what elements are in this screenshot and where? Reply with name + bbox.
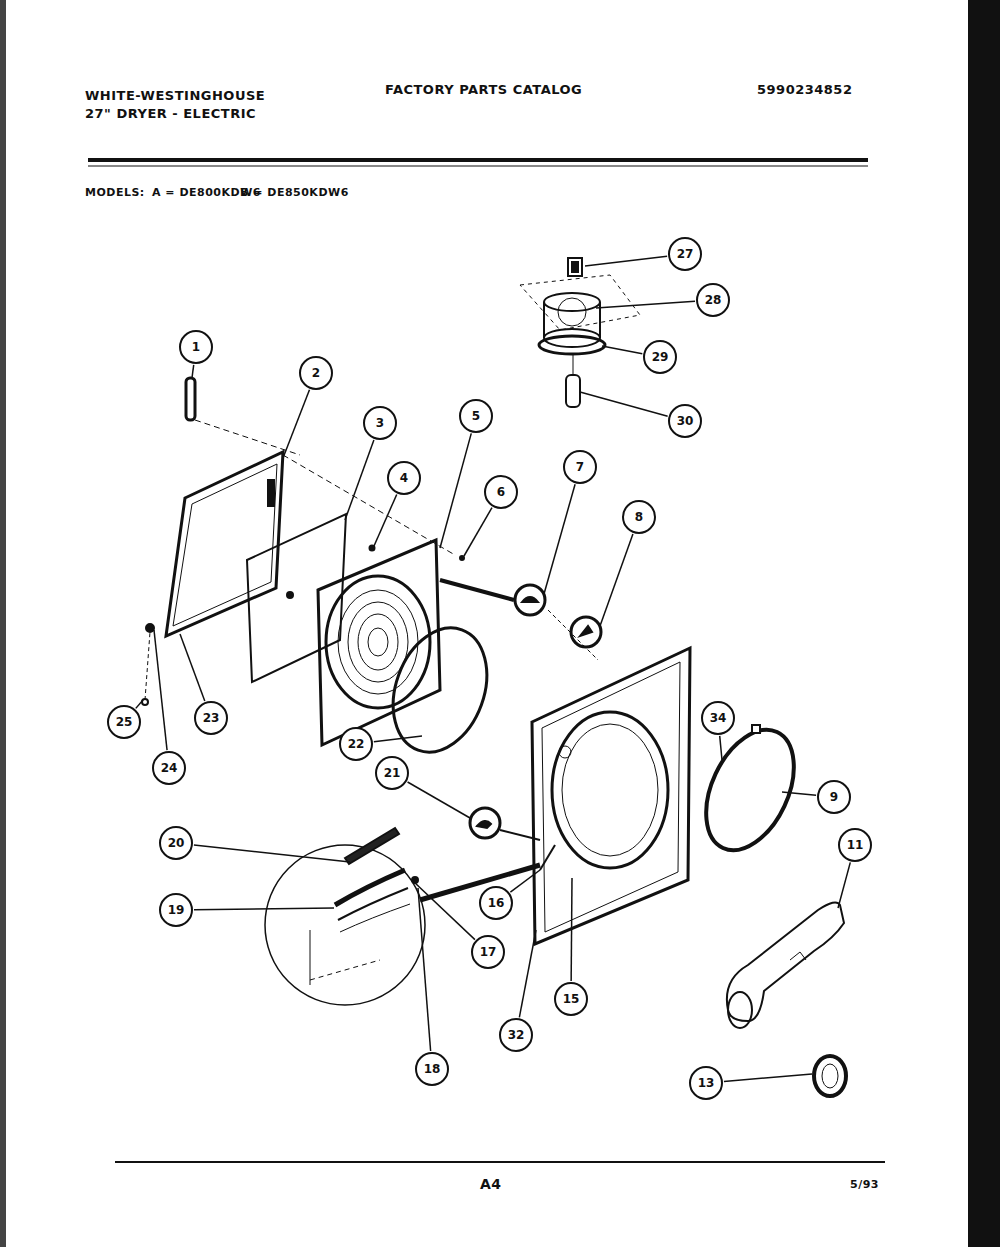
leader-line (374, 494, 397, 546)
callout-text: 27 (677, 247, 694, 261)
leader-line (414, 882, 475, 940)
leader-line (596, 301, 695, 308)
brand-name: WHITE-WESTINGHOUSE (85, 88, 265, 103)
callout-number: 3 (363, 406, 397, 440)
callout-number: 28 (696, 283, 730, 317)
leader-line (838, 862, 850, 908)
leader-line (192, 365, 194, 378)
leader-line (585, 256, 667, 266)
leader-line (374, 736, 422, 742)
leader-line (720, 736, 722, 760)
leader-line (408, 782, 470, 818)
callout-number: 13 (689, 1066, 723, 1100)
callout-text: 15 (563, 992, 580, 1006)
callout-text: 13 (698, 1076, 715, 1090)
callout-number: 19 (159, 893, 193, 927)
catalog-title: FACTORY PARTS CATALOG (385, 82, 582, 97)
callout-number: 2 (299, 356, 333, 390)
callout-text: 18 (424, 1062, 441, 1076)
callout-number: 34 (701, 701, 735, 735)
leader-line (602, 346, 642, 354)
callout-text: 32 (508, 1028, 525, 1042)
callout-text: 7 (576, 460, 584, 474)
callout-number: 8 (622, 500, 656, 534)
callout-text: 23 (203, 711, 220, 725)
callout-number: 22 (339, 727, 373, 761)
callout-number: 25 (107, 705, 141, 739)
callout-text: 4 (400, 471, 408, 485)
callout-text: 6 (497, 485, 505, 499)
callout-number: 24 (152, 751, 186, 785)
callout-text: 30 (677, 414, 694, 428)
leader-line (724, 1074, 812, 1081)
leader-line (194, 845, 350, 862)
callout-text: 16 (488, 896, 505, 910)
callout-text: 11 (847, 838, 864, 852)
leader-line (464, 508, 492, 556)
callout-number: 7 (563, 450, 597, 484)
leader-line (345, 440, 374, 520)
callout-number: 17 (471, 935, 505, 969)
leader-line (180, 634, 205, 701)
callout-text: 28 (705, 293, 722, 307)
leader-line (782, 792, 816, 795)
callout-text: 21 (384, 766, 401, 780)
callout-text: 19 (168, 903, 185, 917)
leader-line (510, 870, 540, 892)
callout-number: 16 (479, 886, 513, 920)
callout-text: 29 (652, 350, 669, 364)
model-code: B = DE850KDW6 (240, 186, 349, 199)
date-code: 5/93 (850, 1178, 879, 1191)
leader-line (194, 908, 334, 910)
callout-text: 24 (161, 761, 178, 775)
callout-text: 17 (480, 945, 497, 959)
leader-line (580, 392, 668, 416)
callout-number: 23 (194, 701, 228, 735)
callout-text: 20 (168, 836, 185, 850)
callout-text: 8 (635, 510, 643, 524)
leader-line (570, 878, 572, 981)
leader-line (136, 700, 143, 708)
callout-number: 11 (838, 828, 872, 862)
leader-line (154, 630, 167, 750)
callout-number: 9 (817, 780, 851, 814)
callout-text: 3 (376, 416, 384, 430)
leader-line (519, 930, 536, 1017)
callout-number: 30 (668, 404, 702, 438)
callout-text: 2 (312, 366, 320, 380)
leader-line (418, 888, 431, 1051)
callout-number: 20 (159, 826, 193, 860)
leader-line (544, 484, 575, 594)
callout-text: 5 (472, 409, 480, 423)
callout-number: 29 (643, 340, 677, 374)
callout-text: 22 (348, 737, 365, 751)
callout-number: 21 (375, 756, 409, 790)
catalog-number: 5990234852 (757, 82, 852, 97)
callout-number: 4 (387, 461, 421, 495)
leader-line (600, 534, 633, 626)
callout-text: 25 (116, 715, 133, 729)
callout-text: 1 (192, 340, 200, 354)
callout-text: 9 (830, 790, 838, 804)
leader-line (283, 390, 309, 458)
leader-line (440, 433, 471, 548)
models-label: MODELS: (85, 186, 145, 199)
callout-number: 6 (484, 475, 518, 509)
callout-text: 34 (710, 711, 727, 725)
callout-number: 1 (179, 330, 213, 364)
callout-number: 15 (554, 982, 588, 1016)
callout-number: 32 (499, 1018, 533, 1052)
product-line: 27" DRYER - ELECTRIC (85, 106, 256, 121)
callout-number: 18 (415, 1052, 449, 1086)
callout-number: 5 (459, 399, 493, 433)
callout-number: 27 (668, 237, 702, 271)
page-number: A4 (480, 1176, 502, 1192)
